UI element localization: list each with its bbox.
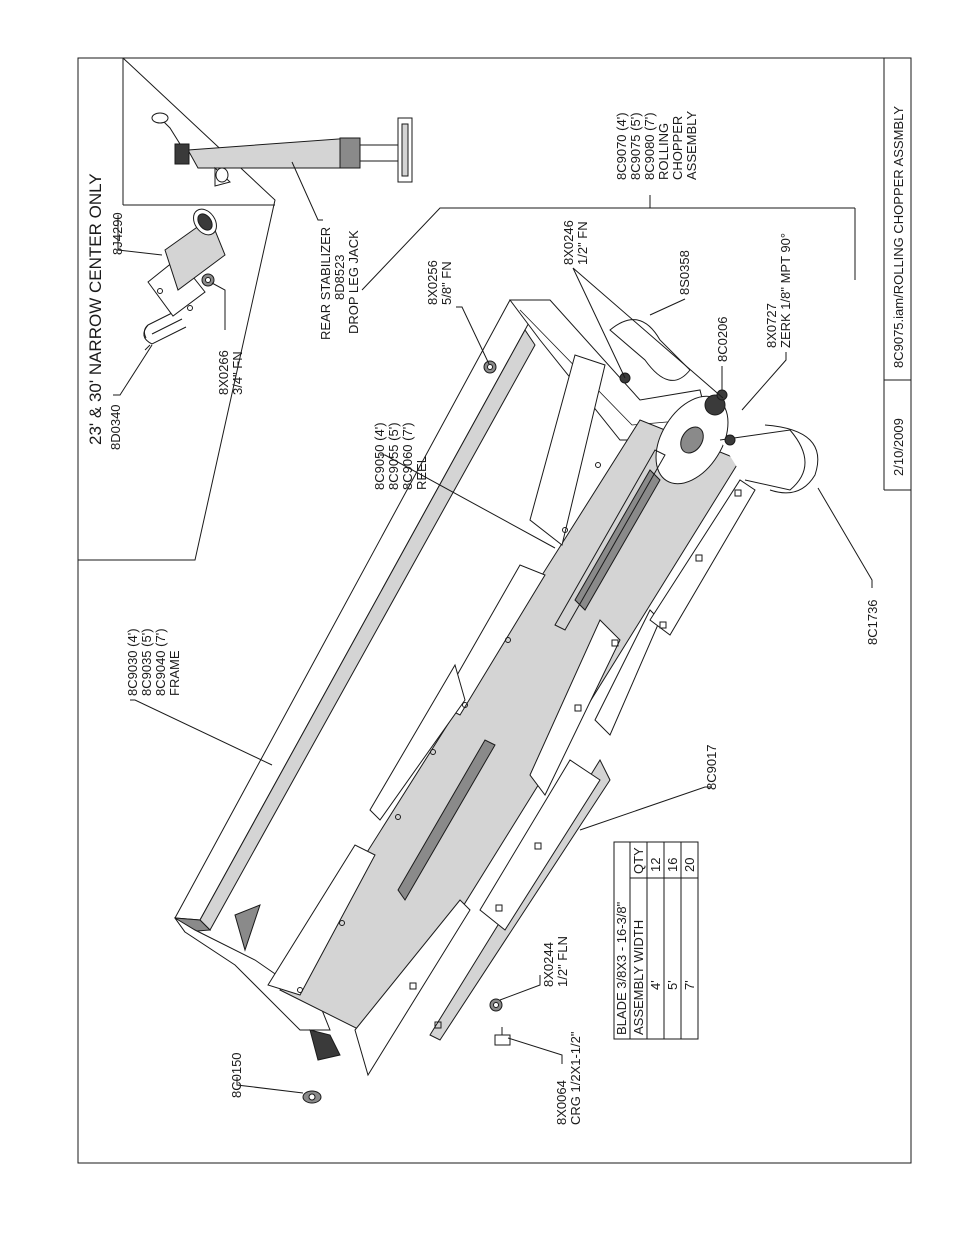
title-block: 2/10/2009 8C9075.iam/ROLLING CHOPPER ASS… — [883, 58, 911, 491]
callout-frame-3: 8C9040 (7') — [153, 628, 168, 696]
rolling-chopper-drawing — [173, 299, 819, 1104]
center-mount-drawing — [147, 208, 226, 317]
callout-assembly-1: 8C9070 (4') — [614, 112, 629, 180]
blade-table-title: BLADE 3/8X3 - 16-3/8" — [614, 901, 629, 1035]
callout-8x0064-2: CRG 1/2X1-1/2" — [568, 1031, 583, 1125]
title-file-name: 8C9075.iam/ROLLING CHOPPER ASSMBLY — [891, 106, 906, 368]
callout-assembly-5: CHOPPER — [670, 116, 685, 180]
callout-8c1736: 8C1736 — [865, 599, 880, 645]
inset-heading: 23' & 30' NARROW CENTER ONLY — [86, 173, 105, 445]
callout-8c9017: 8C9017 — [704, 744, 719, 790]
blade-table-col-qty: QTY — [631, 847, 646, 874]
blade-table-col-width: ASSEMBLY WIDTH — [631, 920, 646, 1035]
blade-table-row-width: 7' — [682, 980, 697, 990]
blade-table-row-qty: 16 — [665, 858, 680, 872]
callout-reel-3: 8C9060 (7') — [400, 422, 415, 490]
callout-labels: 8D0340 8J4290 8X0266 3/4" FN REAR STABIL… — [108, 111, 880, 1125]
callout-frame-2: 8C9035 (5') — [139, 628, 154, 696]
blade-table: BLADE 3/8X3 - 16-3/8" ASSEMBLY WIDTH QTY… — [613, 841, 699, 1040]
inset-box: 23' & 30' NARROW CENTER ONLY — [78, 57, 276, 561]
callout-8j4290: 8J4290 — [110, 212, 125, 255]
callout-8c0206: 8C0206 — [715, 316, 730, 362]
callout-8s0358: 8S0358 — [677, 250, 692, 295]
leader-lines — [113, 161, 873, 1094]
blade-table-row-width: 4' — [648, 980, 663, 990]
callout-frame-4: FRAME — [167, 650, 182, 696]
callout-8x0266-1: 8X0266 — [216, 350, 231, 395]
callout-stabilizer-1: REAR STABILIZER — [318, 227, 333, 340]
blade-table-row-width: 5' — [665, 980, 680, 990]
callout-8x0256-1: 8X0256 — [425, 260, 440, 305]
drop-leg-jack-drawing — [151, 112, 413, 187]
callout-stabilizer-2: 8D8523 — [332, 254, 347, 300]
drawing-border — [77, 57, 912, 1164]
blade-table-row-qty: 12 — [648, 858, 663, 872]
callout-8x0727-2: ZERK 1/8" MPT 90° — [778, 233, 793, 348]
title-date: 2/10/2009 — [891, 418, 906, 476]
callout-8x0244-2: 1/2" FLN — [555, 936, 570, 987]
callout-frame-1: 8C9030 (4') — [125, 628, 140, 696]
callout-assembly-3: 8C9080 (7') — [642, 112, 657, 180]
callout-8x0256-2: 5/8" FN — [439, 261, 454, 305]
callout-8x0246-1: 8X0246 — [561, 220, 576, 265]
u-bolt-drawing — [143, 309, 187, 345]
callout-8x0246-2: 1/2" FN — [575, 221, 590, 265]
callout-reel-4: REEL — [414, 456, 429, 490]
callout-assembly-6: ASSEMBLY — [684, 111, 699, 180]
callout-stabilizer-3: DROP LEG JACK — [346, 230, 361, 334]
blade-table-row-qty: 20 — [682, 858, 697, 872]
callout-8x0244-1: 8X0244 — [541, 942, 556, 987]
callout-assembly-4: ROLLING — [656, 123, 671, 180]
callout-8x0727-1: 8X0727 — [764, 303, 779, 348]
callout-8x0266-2: 3/4" FN — [230, 351, 245, 395]
callout-8d0340: 8D0340 — [108, 404, 123, 450]
callout-assembly-2: 8C9075 (5') — [628, 112, 643, 180]
callout-8x0064-1: 8X0064 — [554, 1080, 569, 1125]
callout-reel-1: 8C9050 (4') — [372, 422, 387, 490]
callout-8c0150: 8C0150 — [229, 1052, 244, 1098]
callout-reel-2: 8C9055 (5') — [386, 422, 401, 490]
